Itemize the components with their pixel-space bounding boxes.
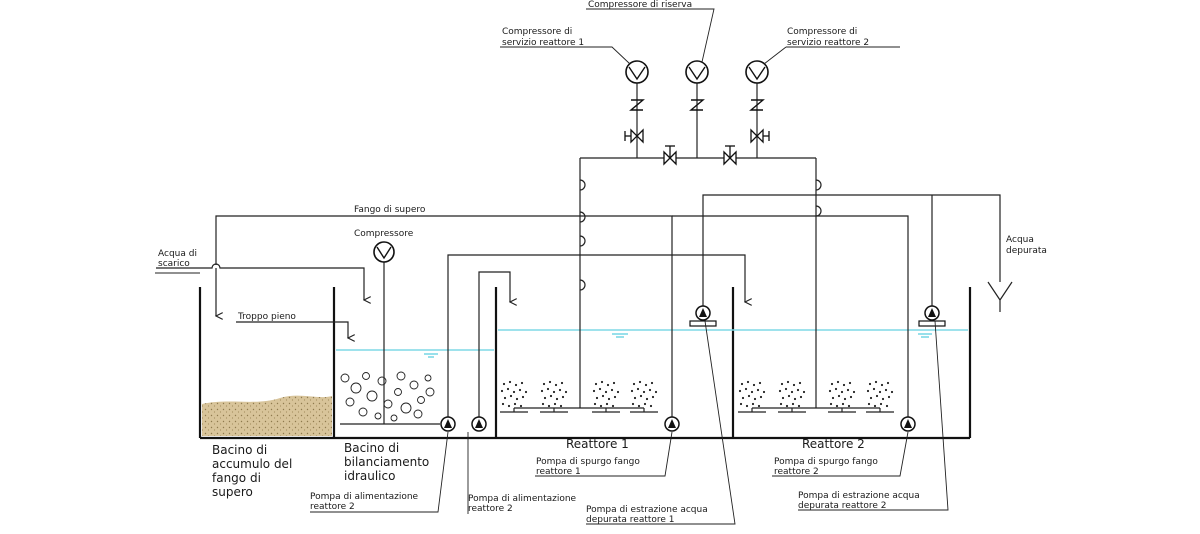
label-compressore-r1-line2: servizio reattore 1 xyxy=(502,38,584,48)
label-pompa-spurgo-r1-line1: Pompa di spurgo fango xyxy=(536,457,640,467)
label-pompa-estrazione-r1-line1: Pompa di estrazione acqua xyxy=(586,505,708,515)
label-acqua-depurata-line1: Acqua xyxy=(1006,235,1034,245)
pump-icon xyxy=(900,416,916,432)
air-pipework xyxy=(340,83,881,425)
label-bacino-bilanciamento-line1: Bacino di xyxy=(344,441,399,455)
compressor-icon xyxy=(373,241,395,263)
diagram-labels: Compressore di riserva Compressore di se… xyxy=(158,0,1047,525)
diffuser-icon xyxy=(828,380,856,413)
label-pompa-spurgo-r2-line1: Pompa di spurgo fango xyxy=(774,457,878,467)
label-fango-supero: Fango di supero xyxy=(354,205,426,215)
label-bacino-accumulo-line2: accumulo del xyxy=(212,457,292,471)
label-acqua-scarico-line1: Acqua di xyxy=(158,249,197,259)
label-bacino-accumulo-line3: fango di xyxy=(212,471,261,485)
diffuser-icon xyxy=(778,380,806,413)
label-pompa-alimentazione-a-line1: Pompa di alimentazione xyxy=(310,492,419,502)
label-pompa-spurgo-r1-line2: reattore 1 xyxy=(536,467,581,477)
diffusers xyxy=(500,380,894,413)
label-pompa-spurgo-r2-line2: reattore 2 xyxy=(774,467,819,477)
label-compressore-r2-line1: Compressore di xyxy=(787,27,857,37)
pump-icon xyxy=(695,305,711,321)
diffuser-icon xyxy=(540,380,568,413)
process-lines xyxy=(156,194,1013,424)
pump-icon xyxy=(924,305,940,321)
diffuser-icon xyxy=(738,380,766,413)
diffuser-icon xyxy=(592,380,620,413)
diffuser-icon xyxy=(866,380,894,413)
label-pompa-alimentazione-a-line2: reattore 2 xyxy=(310,502,355,512)
valve-icon xyxy=(624,128,770,144)
label-compressore-r2-line2: servizio reattore 2 xyxy=(787,38,869,48)
label-pompa-alimentazione-b-line2: reattore 2 xyxy=(468,504,513,514)
label-bacino-accumulo-line4: supero xyxy=(212,485,253,499)
diffuser-icon xyxy=(500,380,528,413)
label-troppo-pieno: Troppo pieno xyxy=(237,312,296,322)
check-valve-icon xyxy=(629,99,765,111)
label-acqua-depurata-line2: depurata xyxy=(1006,246,1047,256)
label-pompa-estrazione-r1-line2: depurata reattore 1 xyxy=(586,515,675,525)
label-reattore-1: Reattore 1 xyxy=(566,437,629,451)
diffuser-icon xyxy=(630,380,658,413)
label-compressore-r1-line1: Compressore di xyxy=(502,27,572,37)
label-bacino-bilanciamento-line3: idraulico xyxy=(344,469,395,483)
label-acqua-scarico-line2: scarico xyxy=(158,259,190,269)
label-bacino-bilanciamento-line2: bilanciamento xyxy=(344,455,429,469)
tank-walls xyxy=(198,287,972,440)
valve-icon xyxy=(663,145,737,166)
label-reattore-2: Reattore 2 xyxy=(802,437,865,451)
compressor-icon xyxy=(625,60,649,84)
label-compressore-riserva: Compressore di riserva xyxy=(588,0,692,10)
label-pompa-estrazione-r2-line1: Pompa di estrazione acqua xyxy=(798,491,920,501)
label-leaders xyxy=(155,8,949,525)
aeration-bubbles xyxy=(340,371,435,422)
label-pompa-estrazione-r2-line2: depurata reattore 2 xyxy=(798,501,887,511)
sludge-pile xyxy=(202,395,332,436)
pump-icon xyxy=(440,416,456,432)
compressor-icon xyxy=(745,60,769,84)
label-bacino-accumulo-line1: Bacino di xyxy=(212,443,267,457)
compressor-icon xyxy=(685,60,709,84)
label-compressore: Compressore xyxy=(354,229,414,239)
label-pompa-alimentazione-b-line1: Pompa di alimentazione xyxy=(468,494,577,504)
water-levels xyxy=(336,329,968,358)
pump-icon xyxy=(471,416,487,432)
pump-icon xyxy=(664,416,680,432)
